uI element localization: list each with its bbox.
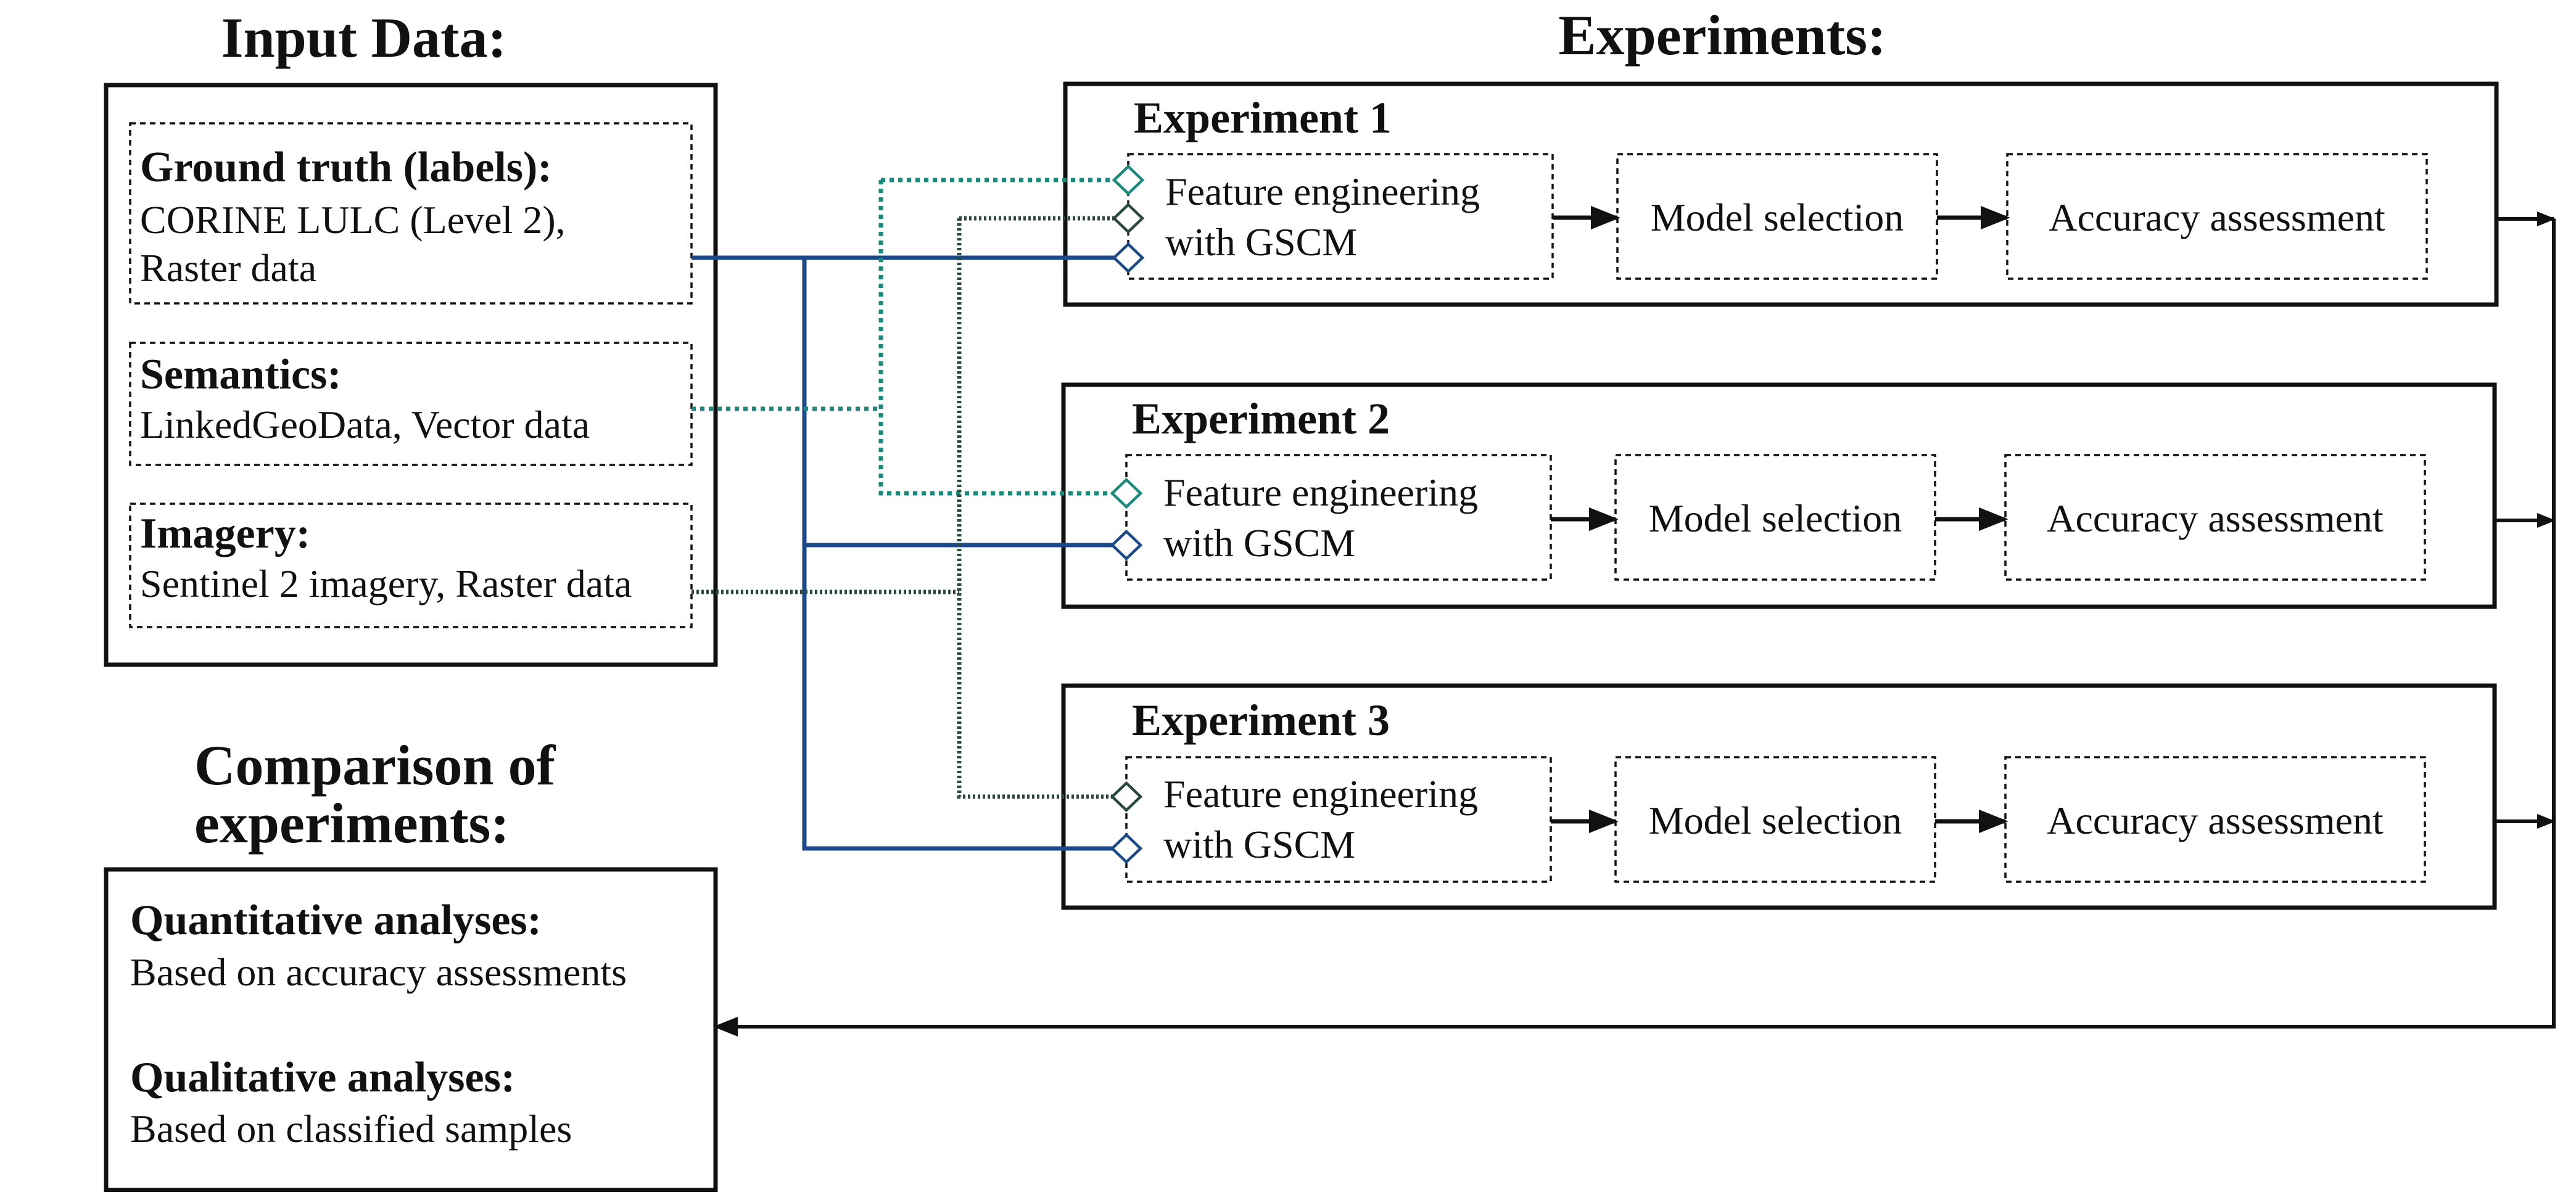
experiment-1-feature-line2: with GSCM xyxy=(1165,220,1357,264)
semantics-box xyxy=(129,342,693,466)
semantics-title: Semantics: xyxy=(140,351,342,398)
quantitative-text: Based on accuracy assessments xyxy=(130,950,627,994)
experiment-3-model-label: Model selection xyxy=(1649,799,1902,842)
experiment-3: Experiment 3 Feature engineering with GS… xyxy=(1061,683,2497,910)
semantics-panel: Semantics: LinkedGeoData, Vector data xyxy=(129,342,693,466)
ground-truth-line-exp3 xyxy=(802,258,1126,851)
experiments-heading: Experiments: xyxy=(1558,4,1886,67)
ground-truth-connectors xyxy=(691,255,1128,851)
qualitative-title: Qualitative analyses: xyxy=(130,1054,515,1101)
experiment-2-accuracy-label: Accuracy assessment xyxy=(2047,496,2384,540)
experiment-3-feature-line1: Feature engineering xyxy=(1163,772,1478,816)
experiment-3-title: Experiment 3 xyxy=(1132,696,1390,745)
experiment-3-accuracy-label: Accuracy assessment xyxy=(2047,799,2384,842)
experiment-3-model-box xyxy=(1614,756,1936,883)
ground-truth-line1: CORINE LULC (Level 2), xyxy=(140,198,566,242)
experiment-3-feature-line2: with GSCM xyxy=(1163,823,1355,866)
imagery-connectors xyxy=(691,216,1128,799)
experiment-2-title: Experiment 2 xyxy=(1132,394,1390,443)
imagery-title: Imagery: xyxy=(140,510,310,557)
quantitative-title: Quantitative analyses: xyxy=(130,897,542,944)
comparison-heading-line1: Comparison of xyxy=(194,734,556,797)
ground-truth-box xyxy=(129,122,693,305)
port-diamond-icon xyxy=(1112,164,1145,196)
imagery-panel: Imagery: Sentinel 2 imagery, Raster data xyxy=(129,503,693,628)
experiment-1-feature-line1: Feature engineering xyxy=(1165,170,1480,213)
port-diamond-icon xyxy=(1112,202,1145,234)
input-data-box xyxy=(104,83,718,667)
experiment-2-feature-line1: Feature engineering xyxy=(1163,470,1478,514)
port-diamond-icon xyxy=(1110,781,1143,813)
experiment-1-model-label: Model selection xyxy=(1651,195,1904,239)
results-bus xyxy=(713,211,2556,1037)
experiment-1-model-box xyxy=(1616,153,1938,280)
semantics-line-exp2 xyxy=(878,180,1126,496)
connector-ports xyxy=(1110,164,1145,864)
experiment-1-box xyxy=(1063,81,2499,307)
experiment-1-title: Experiment 1 xyxy=(1134,93,1392,142)
experiment-2-feature-line2: with GSCM xyxy=(1163,521,1355,565)
comparison-box xyxy=(104,867,718,1193)
port-diamond-icon xyxy=(1110,529,1143,561)
input-data-heading: Input Data: xyxy=(221,6,507,69)
experiment-2-accuracy-box xyxy=(2004,454,2426,581)
imagery-line-exp3 xyxy=(957,218,1126,799)
experiment-1-accuracy-label: Accuracy assessment xyxy=(2049,195,2385,239)
ground-truth-panel: Ground truth (labels): CORINE LULC (Leve… xyxy=(129,122,693,305)
experiment-2-model-label: Model selection xyxy=(1649,496,1902,540)
imagery-line1: Sentinel 2 imagery, Raster data xyxy=(140,562,632,606)
semantics-line1: LinkedGeoData, Vector data xyxy=(140,403,590,446)
experiment-1: Experiment 1 Feature engineering with GS… xyxy=(1063,81,2499,307)
port-diamond-icon xyxy=(1110,832,1143,864)
qualitative-text: Based on classified samples xyxy=(130,1107,572,1151)
experiment-3-accuracy-box xyxy=(2004,756,2426,883)
experiment-2: Experiment 2 Feature engineering with GS… xyxy=(1061,382,2497,609)
ground-truth-line2: Raster data xyxy=(140,246,316,290)
experiment-2-model-box xyxy=(1614,454,1936,581)
experiment-2-box xyxy=(1061,382,2497,609)
bus-return-arrow xyxy=(713,219,2556,1037)
port-diamond-icon xyxy=(1112,242,1145,274)
experiment-1-accuracy-box xyxy=(2006,153,2428,280)
ground-truth-title: Ground truth (labels): xyxy=(140,144,552,191)
comparison-heading-line2: experiments: xyxy=(194,792,510,855)
semantics-connectors xyxy=(691,178,1128,496)
imagery-box xyxy=(129,503,693,628)
port-diamond-icon xyxy=(1110,477,1143,509)
